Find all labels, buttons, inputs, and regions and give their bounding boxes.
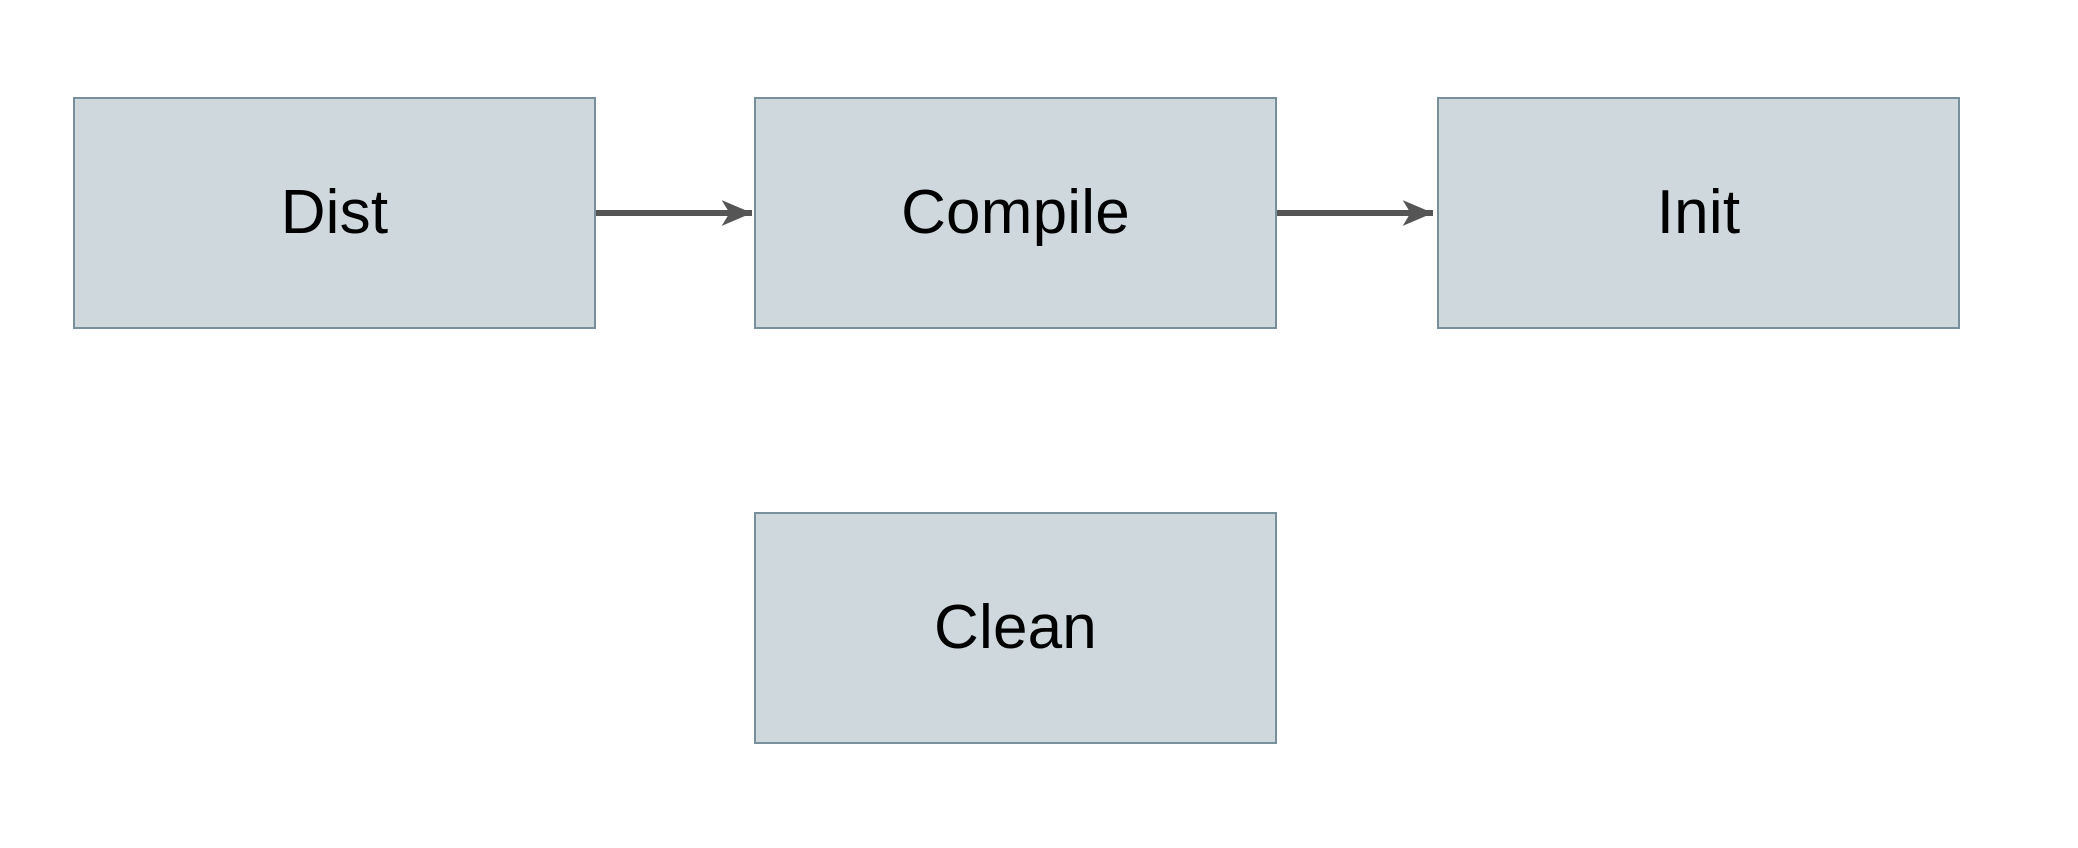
- node-label-dist: Dist: [280, 178, 389, 247]
- node-label-clean: Clean: [934, 593, 1097, 662]
- node-init[interactable]: Init: [1437, 97, 1960, 329]
- node-clean[interactable]: Clean: [754, 512, 1277, 744]
- node-label-compile: Compile: [901, 178, 1130, 247]
- node-compile[interactable]: Compile: [754, 97, 1277, 329]
- node-dist[interactable]: Dist: [73, 97, 596, 329]
- node-label-init: Init: [1656, 178, 1741, 247]
